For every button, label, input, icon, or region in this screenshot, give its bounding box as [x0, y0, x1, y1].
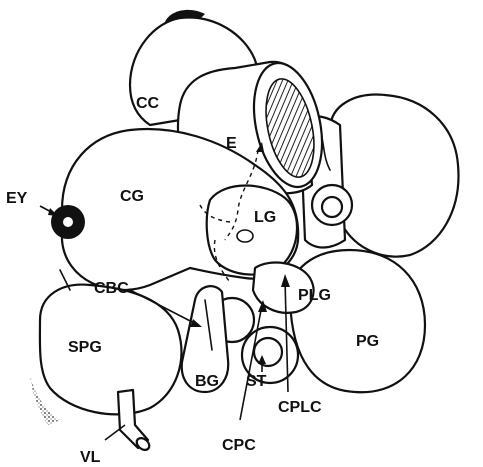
label-cg: CG: [120, 188, 144, 205]
pedal-ganglion-shape: [290, 250, 425, 392]
eye-pupil: [63, 217, 73, 227]
right-lobe-shape: [330, 95, 458, 257]
label-e: E: [226, 135, 237, 152]
label-cplc: CPLC: [278, 399, 322, 416]
label-ey: EY: [6, 190, 28, 207]
label-spg: SPG: [68, 339, 102, 356]
label-cpc: CPC: [222, 437, 256, 454]
label-bg: BG: [195, 373, 219, 390]
label-plg: PLG: [298, 287, 331, 304]
spg-shape: [40, 285, 182, 415]
label-cc: CC: [136, 95, 160, 112]
small-ring-inner: [322, 197, 342, 217]
label-cbc: CBC: [94, 280, 129, 297]
lateral-ganglion-shape: [207, 186, 297, 275]
nub-st-inner: [254, 338, 282, 366]
label-lg: LG: [254, 209, 276, 226]
label-pg: PG: [356, 333, 379, 350]
label-vl: VL: [80, 449, 101, 466]
label-st: ST: [246, 373, 267, 390]
